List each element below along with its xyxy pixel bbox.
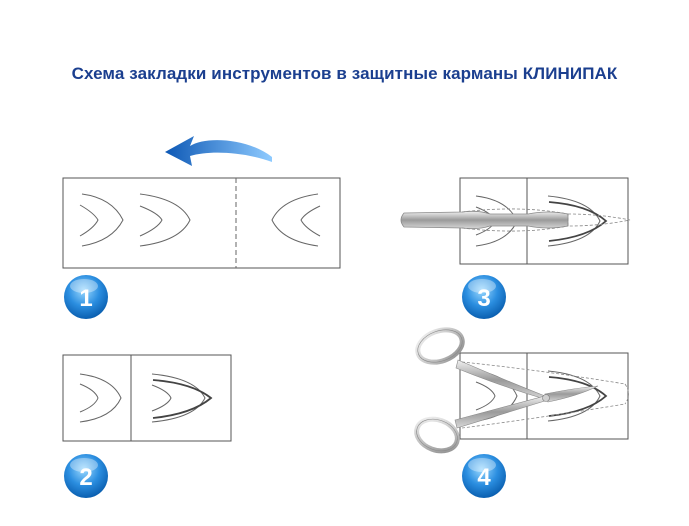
scalpel-icon <box>400 208 631 232</box>
step-4-panel <box>414 327 629 454</box>
step-2-panel <box>62 354 232 442</box>
fold-arrow-icon <box>165 136 272 166</box>
step-number: 1 <box>79 285 92 312</box>
pouch-outline <box>62 354 232 442</box>
clamp-icon <box>414 327 629 454</box>
pocket-curve <box>139 193 191 247</box>
pocket-curve <box>79 383 99 413</box>
pocket-curve <box>547 370 601 422</box>
pocket-curve <box>79 373 122 423</box>
step-number: 2 <box>79 464 92 491</box>
pocket-curve <box>300 205 321 237</box>
pocket-curve <box>547 195 601 247</box>
step-3-panel <box>400 177 631 265</box>
pocket-curve <box>81 193 124 247</box>
pocket-curve <box>139 205 163 237</box>
pocket-curve <box>548 201 608 242</box>
step-number: 4 <box>477 464 491 491</box>
step-3-badge: 3 <box>462 275 506 319</box>
diagram-title: Схема закладки инструментов в защитные к… <box>71 64 618 83</box>
step-number: 3 <box>477 285 490 312</box>
pocket-curve <box>475 381 496 411</box>
step-1-badge: 1 <box>64 275 108 319</box>
pocket-curve <box>79 204 99 237</box>
pocket-curve <box>548 376 608 417</box>
step-4-badge: 4 <box>462 454 506 498</box>
step-2-badge: 2 <box>64 454 108 498</box>
pocket-curve <box>152 379 213 419</box>
pocket-curve <box>151 384 172 412</box>
pocket-curve <box>151 373 206 423</box>
step-1-panel <box>62 136 341 269</box>
pouch-outline <box>62 177 341 269</box>
pocket-curve <box>271 193 319 247</box>
